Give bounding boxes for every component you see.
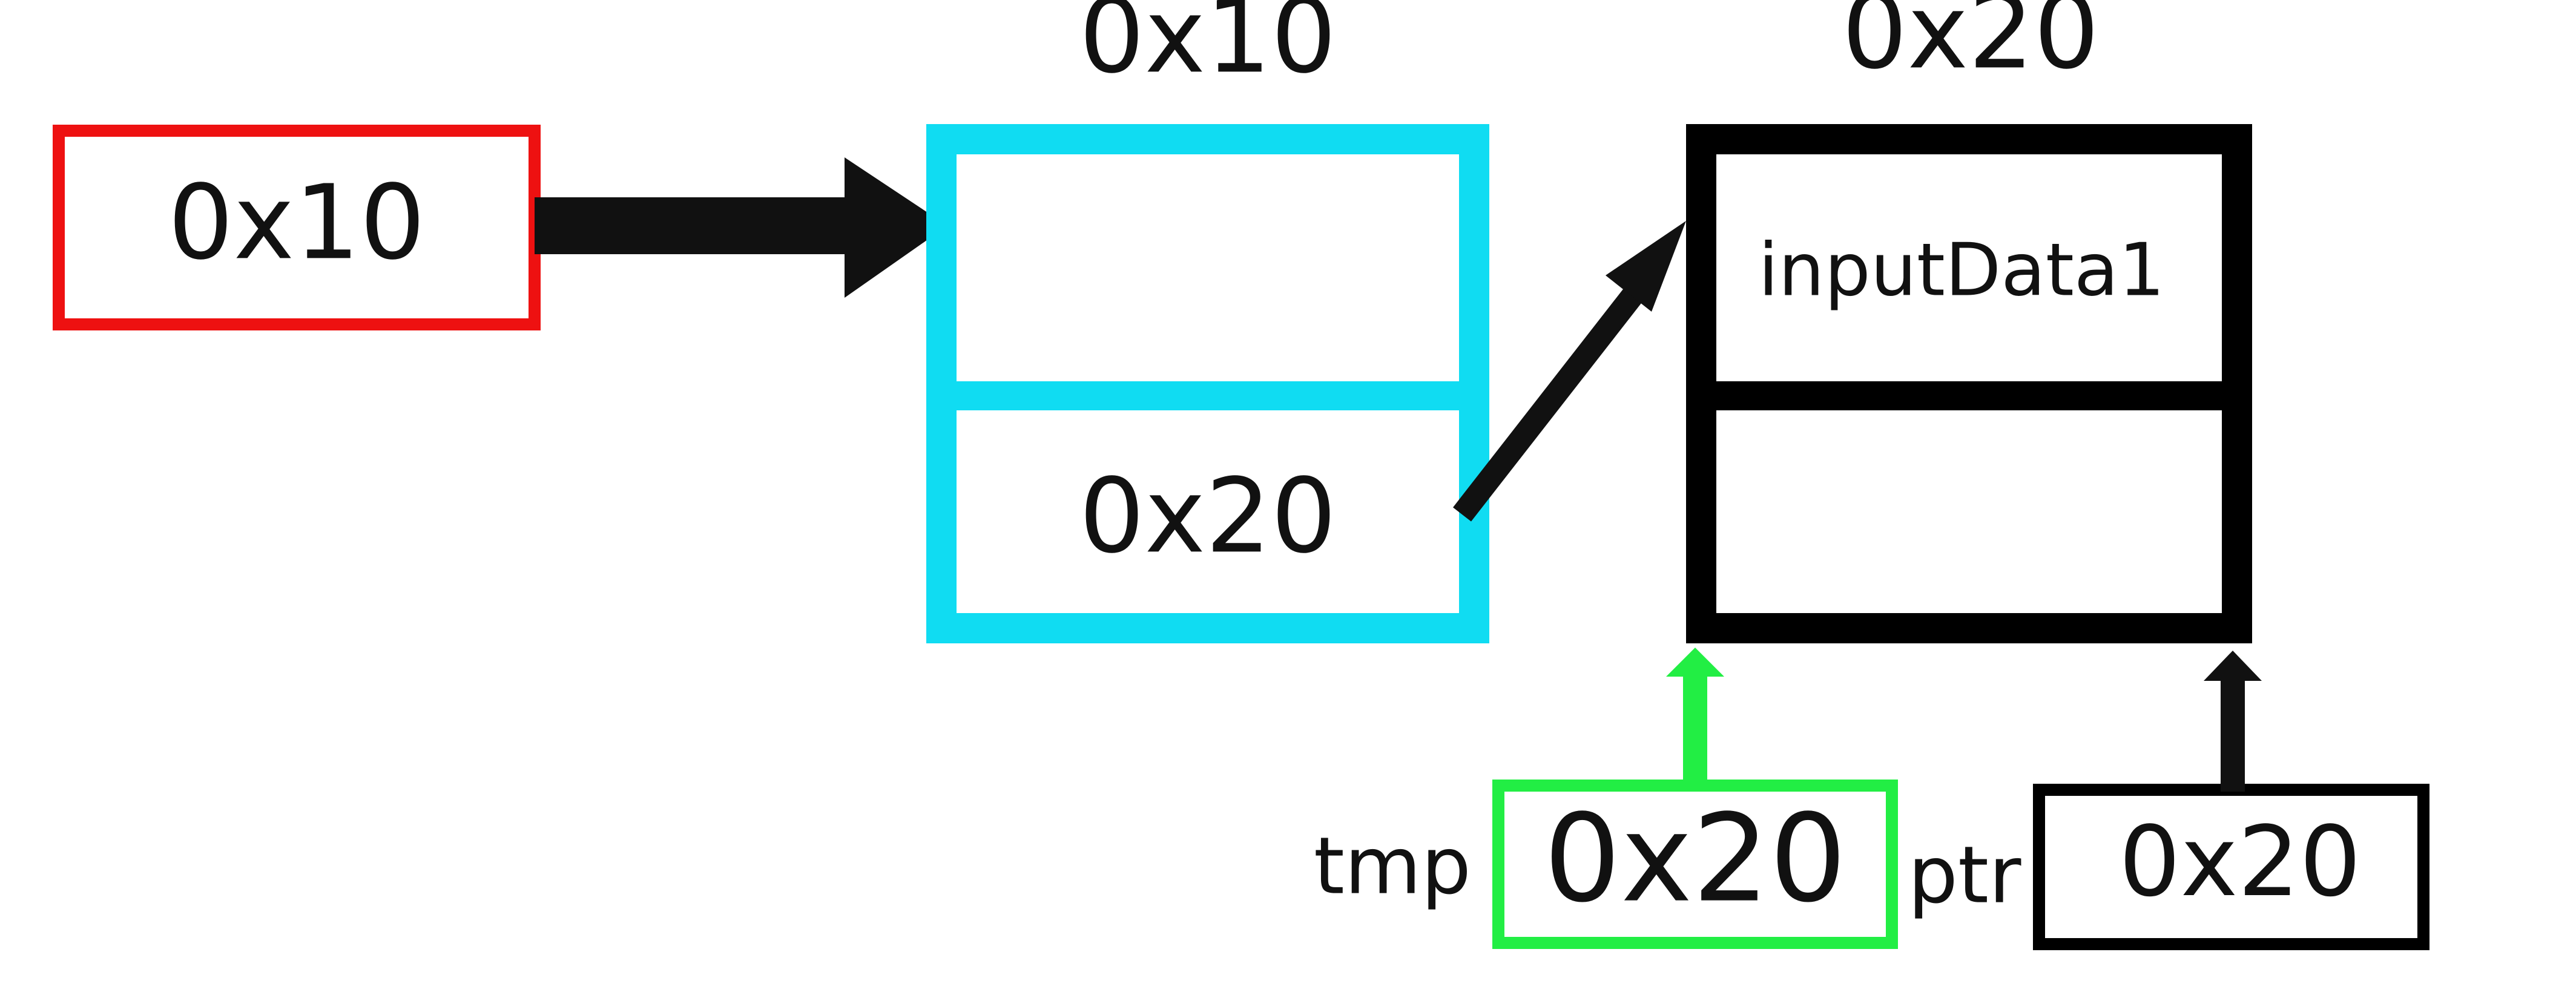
arrow-tip [1606,221,1686,312]
node1-divider [941,381,1474,410]
tmp-pointer: tmp 0x20 [1314,648,1898,949]
node1: 0x10 0x20 [926,0,1489,643]
arrow-tmp-to-node2 [1666,648,1724,787]
node1-next-field: 0x20 [1079,456,1336,576]
node2-address-label: 0x20 [1842,0,2099,92]
tmp-pointer-value: 0x20 [1544,789,1846,930]
arrow-tip [2204,651,2262,681]
tmp-pointer-name: tmp [1314,820,1471,912]
arrow-shaft [535,197,845,254]
arrow-node1-to-node2 [1453,221,1686,522]
arrow-shaft [2221,677,2245,792]
ptr-pointer-value: 0x20 [2119,805,2361,918]
node2: 0x20 inputData1 [1686,0,2252,643]
head-pointer-value: 0x10 [168,163,425,283]
ptr-pointer-name: ptr [1908,829,2021,921]
arrow-tip [845,157,947,298]
head-pointer: 0x10 [53,125,541,330]
arrow-ptr-to-node2 [2204,651,2262,792]
node2-data-field: inputData1 [1758,229,2165,313]
arrow-head-to-node1 [535,157,947,298]
arrow-shaft [1683,673,1707,787]
node1-address-label: 0x10 [1079,0,1336,96]
arrow-shaft [1453,274,1653,522]
node2-divider [1701,381,2237,410]
arrow-tip [1666,648,1724,677]
ptr-pointer: ptr 0x20 [1908,651,2429,950]
